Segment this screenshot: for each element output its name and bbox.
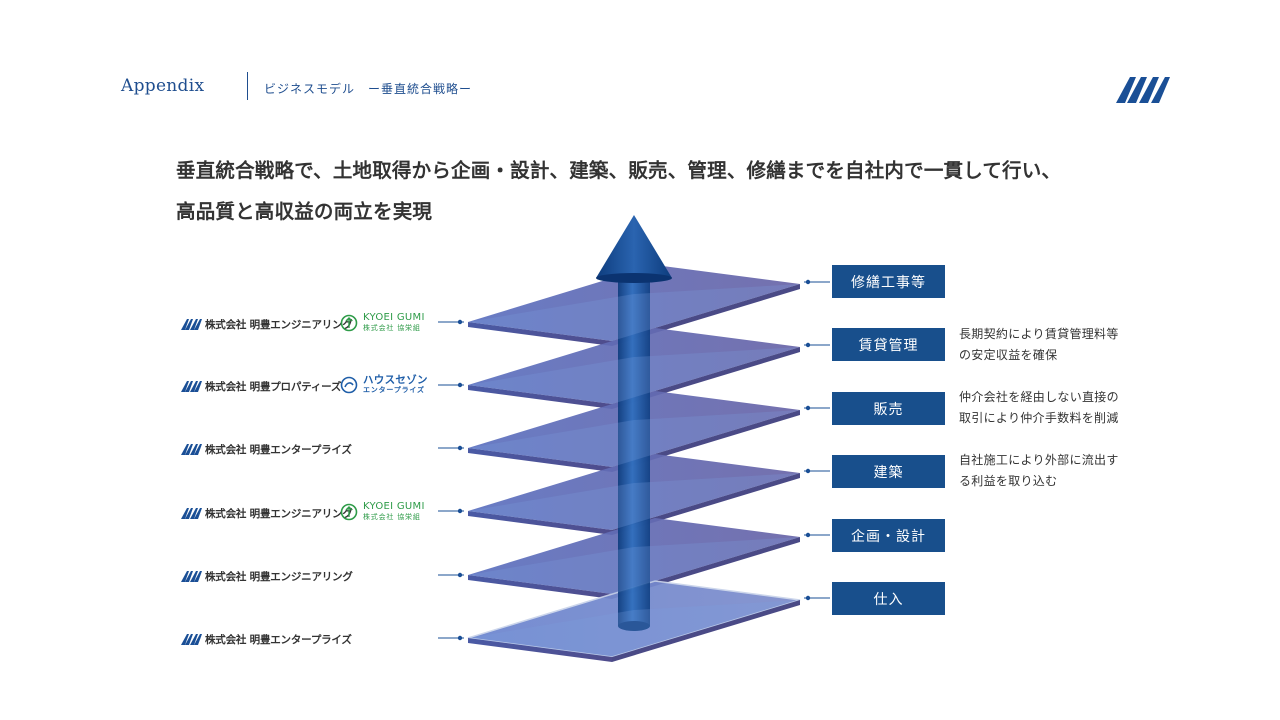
partner-subname: 株式会社 協栄組 (363, 324, 421, 332)
connector-dot (457, 508, 463, 514)
connector-dot (457, 445, 463, 451)
connector-dot (457, 382, 463, 388)
partner-name: KYOEI GUMI (363, 501, 425, 512)
connector-dot (805, 279, 811, 285)
headline-line-2: 高品質と高収益の両立を実現 (176, 200, 433, 223)
desc-rental-management: 長期契約により賃貸管理料等 の安定収益を確保 (959, 324, 1149, 366)
stage-box-rental-management: 賃貸管理 (832, 328, 945, 361)
appendix-label: Appendix (121, 76, 205, 96)
stage-box-construction: 建築 (832, 455, 945, 488)
house-saison-icon (340, 376, 358, 394)
company-name: 株式会社 明豊エンタープライズ (205, 633, 352, 646)
company-stage-2: 株式会社 明豊プロパティーズ (180, 377, 341, 395)
connector-dot (805, 468, 811, 474)
mk-logo-icon (181, 444, 202, 455)
stage-box-repair: 修繕工事等 (832, 265, 945, 298)
company-stage-5: 株式会社 明豊エンジニアリング (180, 567, 353, 585)
company-stage-1: 株式会社 明豊エンジニアリング (180, 315, 353, 333)
desc-line: 長期契約により賃貸管理料等 (959, 327, 1119, 341)
connector-dot (805, 532, 811, 538)
headline-line-1: 垂直統合戦略で、土地取得から企画・設計、建築、販売、管理、修繕までを自社内で一貫… (176, 159, 1062, 182)
stage-box-sales: 販売 (832, 392, 945, 425)
partner-name: ハウスセゾン (363, 374, 428, 386)
partner-stage-4: KYOEI GUMI 株式会社 協栄組 (340, 500, 425, 524)
header-divider (247, 72, 248, 100)
company-name: 株式会社 明豊エンジニアリング (205, 318, 353, 331)
company-name: 株式会社 明豊エンタープライズ (205, 443, 352, 456)
kyoei-gumi-icon (340, 314, 358, 332)
headline: 垂直統合戦略で、土地取得から企画・設計、建築、販売、管理、修繕までを自社内で一貫… (176, 150, 1176, 232)
mk-logo-icon (181, 634, 202, 645)
kyoei-gumi-icon (340, 503, 358, 521)
connector-dot (457, 319, 463, 325)
up-arrow-icon (596, 215, 672, 631)
company-stage-4: 株式会社 明豊エンジニアリング (180, 504, 353, 522)
desc-sales: 仲介会社を経由しない直接の 取引により仲介手数料を削減 (959, 387, 1149, 429)
company-name: 株式会社 明豊プロパティーズ (205, 380, 342, 393)
layer-plate-front (468, 284, 800, 341)
mk-logo-icon (1116, 77, 1170, 103)
company-stage-3: 株式会社 明豊エンタープライズ (180, 440, 352, 458)
desc-construction: 自社施工により外部に流出す る利益を取り込む (959, 450, 1149, 492)
desc-line: る利益を取り込む (959, 474, 1058, 488)
section-title: ビジネスモデル ー垂直統合戦略ー (264, 82, 473, 96)
partner-subname: エンタープライズ (363, 386, 425, 394)
partner-stage-2: ハウスセゾン エンタープライズ (340, 373, 428, 397)
mk-logo-icon (181, 508, 202, 519)
connector-dot (805, 405, 811, 411)
desc-line: 仲介会社を経由しない直接の (959, 390, 1119, 404)
desc-line: 自社施工により外部に流出す (959, 453, 1119, 467)
mk-logo-icon (181, 381, 202, 392)
desc-line: の安定収益を確保 (959, 348, 1058, 362)
layer-plate-front (468, 473, 800, 530)
layer-plate-front (468, 347, 800, 404)
connector-dot (457, 572, 463, 578)
layer-plate-front (468, 600, 800, 657)
desc-line: 取引により仲介手数料を削減 (959, 411, 1119, 425)
connector-dot (805, 342, 811, 348)
company-name: 株式会社 明豊エンジニアリング (205, 570, 353, 583)
mk-logo-icon (181, 571, 202, 582)
company-stage-6: 株式会社 明豊エンタープライズ (180, 630, 352, 648)
connector-dot (457, 635, 463, 641)
layer-plate-front (468, 537, 800, 594)
header: Appendix ビジネスモデル ー垂直統合戦略ー (0, 0, 1280, 110)
layer-plate-front (468, 410, 800, 467)
stage-box-planning-design: 企画・設計 (832, 519, 945, 552)
connector-dot (805, 595, 811, 601)
mk-logo-icon (181, 319, 202, 330)
company-name: 株式会社 明豊エンジニアリング (205, 507, 353, 520)
partner-stage-1: KYOEI GUMI 株式会社 協栄組 (340, 311, 425, 335)
stage-box-purchasing: 仕入 (832, 582, 945, 615)
partner-name: KYOEI GUMI (363, 312, 425, 323)
partner-subname: 株式会社 協栄組 (363, 513, 421, 521)
